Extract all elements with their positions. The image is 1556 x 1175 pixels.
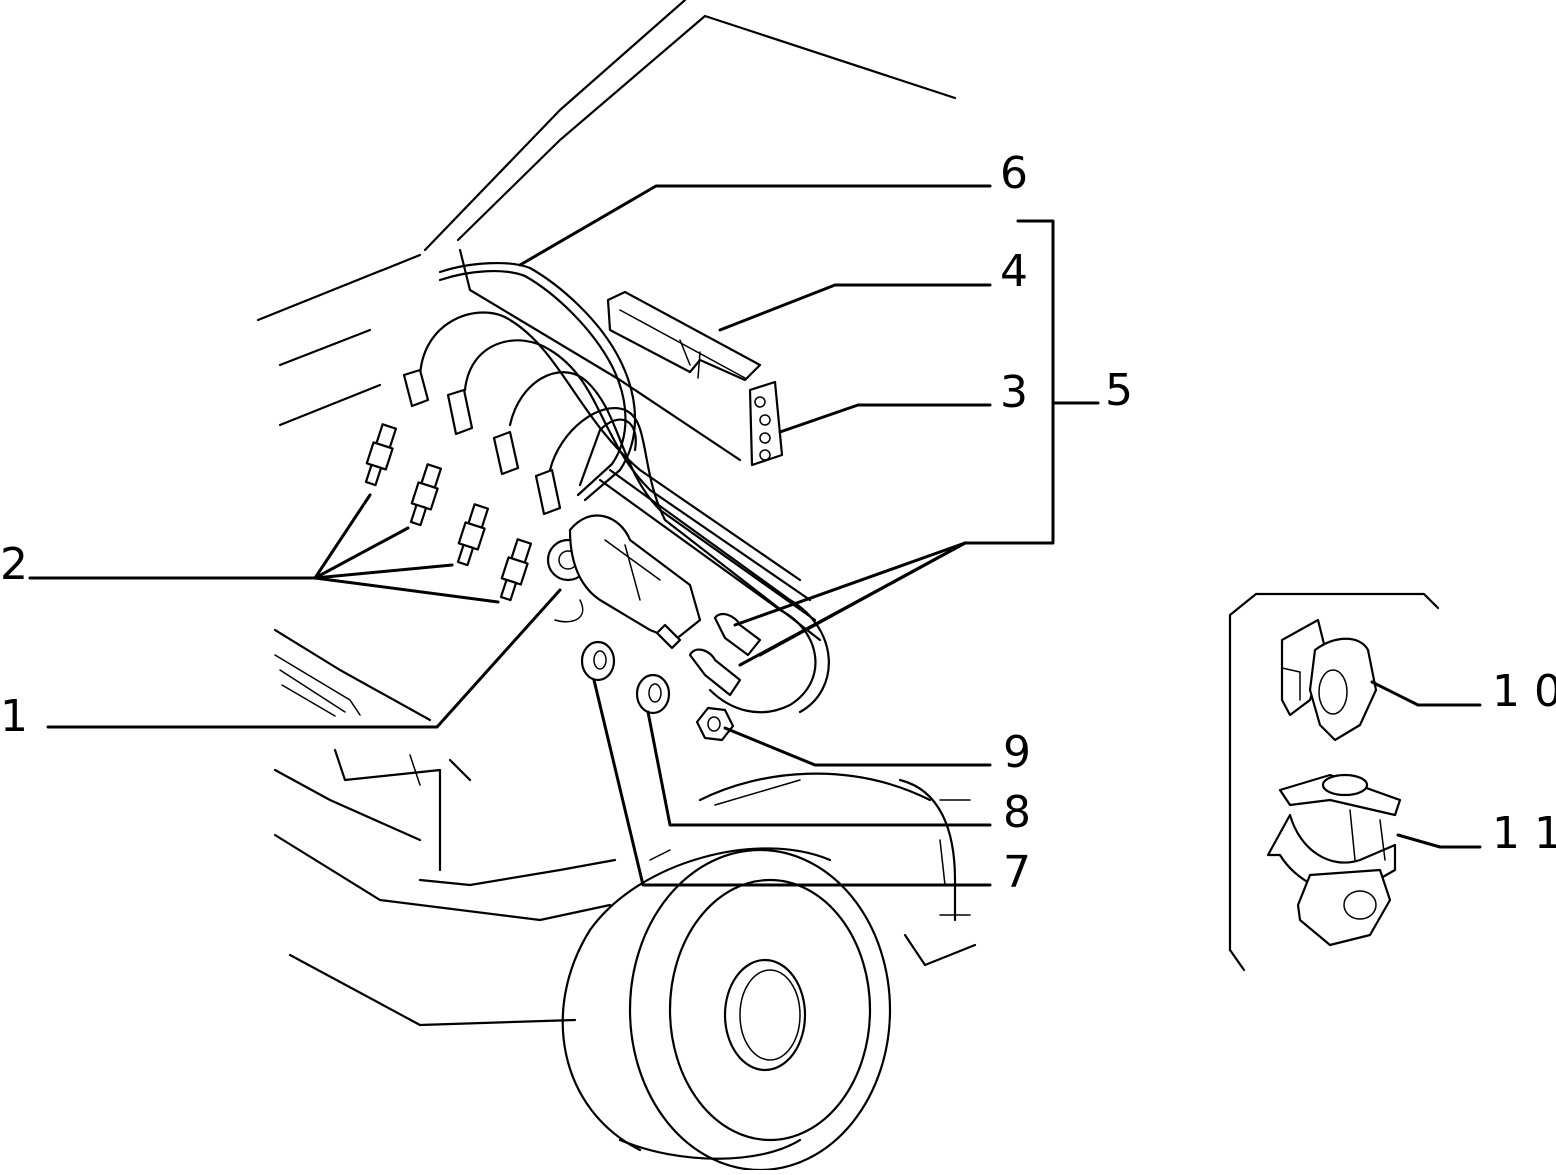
callout-9: 9: [1003, 727, 1031, 778]
callout-8: 8: [1003, 787, 1031, 838]
callout-2: 2: [0, 539, 28, 590]
front-wheel: [561, 847, 892, 1172]
callout-6: 6: [1000, 148, 1028, 199]
callout-5: 5: [1105, 365, 1133, 416]
callout-11: 1 1: [1492, 808, 1556, 859]
detail-inset: [1228, 592, 1440, 972]
ignition-wire-set: [402, 311, 830, 714]
leader-lines: [28, 184, 1482, 887]
parts-7-8-9-fasteners: [580, 640, 735, 742]
callout-3: 3: [1000, 367, 1028, 418]
part-10-clip: [1280, 618, 1378, 742]
callout-1: 1: [0, 691, 28, 742]
part-4-wire-holder: [606, 290, 762, 382]
part-1-distributor: [546, 514, 762, 697]
car-body-outline: [256, 0, 977, 1027]
part-2-spark-plugs: [364, 423, 533, 602]
part-3-comb-clip: [748, 380, 784, 467]
callout-7: 7: [1003, 847, 1031, 898]
part-11-clip: [1266, 773, 1402, 947]
part-6-tube: [438, 261, 636, 502]
callout-10: 1 0: [1492, 666, 1556, 717]
callout-4: 4: [1000, 246, 1028, 297]
callout-labels: 6 4 3 5 2 1 9 8 7 1 0 1 1: [0, 148, 1556, 898]
